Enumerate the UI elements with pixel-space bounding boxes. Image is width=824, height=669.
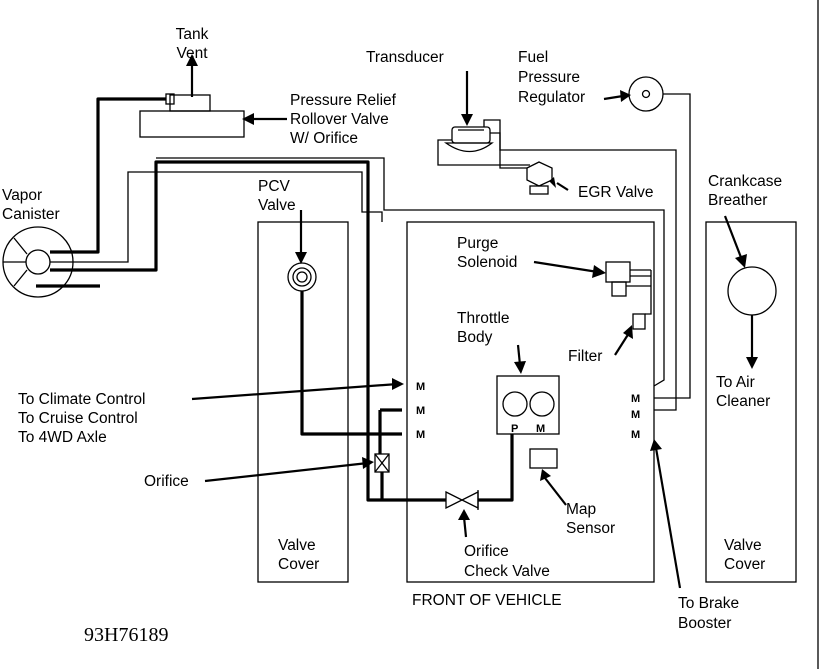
leader-lines: [186, 54, 758, 589]
valve-cover-left-box: [257, 221, 349, 583]
egr-valve-label: EGR Valve: [578, 184, 654, 201]
front-of-vehicle-label: FRONT OF VEHICLE: [412, 592, 562, 609]
throttle-port-p: P: [511, 423, 518, 435]
valve-cover-right-label-1: Valve: [724, 537, 762, 554]
to-brake-booster-label-1: To Brake: [678, 595, 739, 612]
figure-code: 93H76189: [84, 624, 168, 646]
valve-cover-right-label-2: Cover: [724, 556, 765, 573]
crankcase-breather-label-1: Crankcase: [708, 173, 782, 190]
throttle-port-m: M: [536, 423, 545, 435]
orifice-label: Orifice: [144, 473, 189, 490]
pressure-relief-label-3: W/ Orifice: [290, 130, 358, 147]
throttle-body: P M: [496, 375, 560, 435]
orifice-check-valve: [445, 490, 479, 510]
map-sensor-label-1: Map: [566, 501, 596, 518]
manifold-port-1: M: [416, 381, 425, 393]
fuel-pressure-regulator: [628, 76, 664, 112]
manifold-port-4: M: [631, 393, 640, 405]
throttle-body-label-1: Throttle: [457, 310, 510, 327]
crankcase-breather: [727, 266, 777, 316]
pressure-relief-label-2: Rollover Valve: [290, 111, 389, 128]
crankcase-breather-label-2: Breather: [708, 192, 767, 209]
engine-box: [406, 221, 655, 583]
tank-vent-label-1: Tank: [176, 26, 209, 43]
pcv-valve: [287, 262, 317, 292]
manifold-port-3: M: [416, 429, 425, 441]
map-sensor-label-2: Sensor: [566, 520, 615, 537]
purge-solenoid-label-2: Solenoid: [457, 254, 517, 271]
to-brake-booster-label-2: Booster: [678, 615, 731, 632]
pcv-valve-label-2: Valve: [258, 197, 296, 214]
filter-label: Filter: [568, 348, 602, 365]
pressure-relief-label-1: Pressure Relief: [290, 92, 397, 109]
vapor-canister: [2, 226, 74, 298]
manifold-port-5: M: [631, 409, 640, 421]
valve-cover-right-box: [705, 221, 797, 583]
pcv-valve-label-1: PCV: [258, 178, 291, 195]
to-climate-control-label: To Climate Control: [18, 391, 146, 408]
orifice-check-valve-label-2: Check Valve: [464, 563, 550, 580]
to-air-cleaner-label-2: Cleaner: [716, 393, 770, 410]
transducer-label: Transducer: [366, 49, 444, 66]
orifice-check-valve-label-1: Orifice: [464, 543, 509, 560]
rollover-valve: [139, 93, 245, 138]
orifice: [374, 453, 390, 473]
throttle-body-label-2: Body: [457, 329, 493, 346]
vapor-canister-label-2: Canister: [2, 206, 60, 223]
valve-cover-left-label-1: Valve: [278, 537, 316, 554]
transducer: [443, 126, 494, 153]
valve-cover-left-label-2: Cover: [278, 556, 319, 573]
to-4wd-axle-label: To 4WD Axle: [18, 429, 107, 446]
to-cruise-control-label: To Cruise Control: [18, 410, 138, 427]
egr-valve: [526, 161, 553, 195]
fuel-pressure-regulator-label-1: Fuel: [518, 49, 548, 66]
fuel-pressure-regulator-label-3: Regulator: [518, 89, 585, 106]
purge-solenoid: [605, 261, 651, 297]
manifold-port-6: M: [631, 429, 640, 441]
fuel-pressure-regulator-label-2: Pressure: [518, 69, 580, 86]
to-air-cleaner-label-1: To Air: [716, 374, 755, 391]
map-sensor: [529, 448, 558, 469]
purge-solenoid-label-1: Purge: [457, 235, 498, 252]
hoses: [36, 93, 691, 502]
filter: [632, 313, 646, 330]
tank-vent-label-2: Vent: [176, 45, 208, 62]
manifold-port-2: M: [416, 405, 425, 417]
vapor-canister-label-1: Vapor: [2, 187, 42, 204]
